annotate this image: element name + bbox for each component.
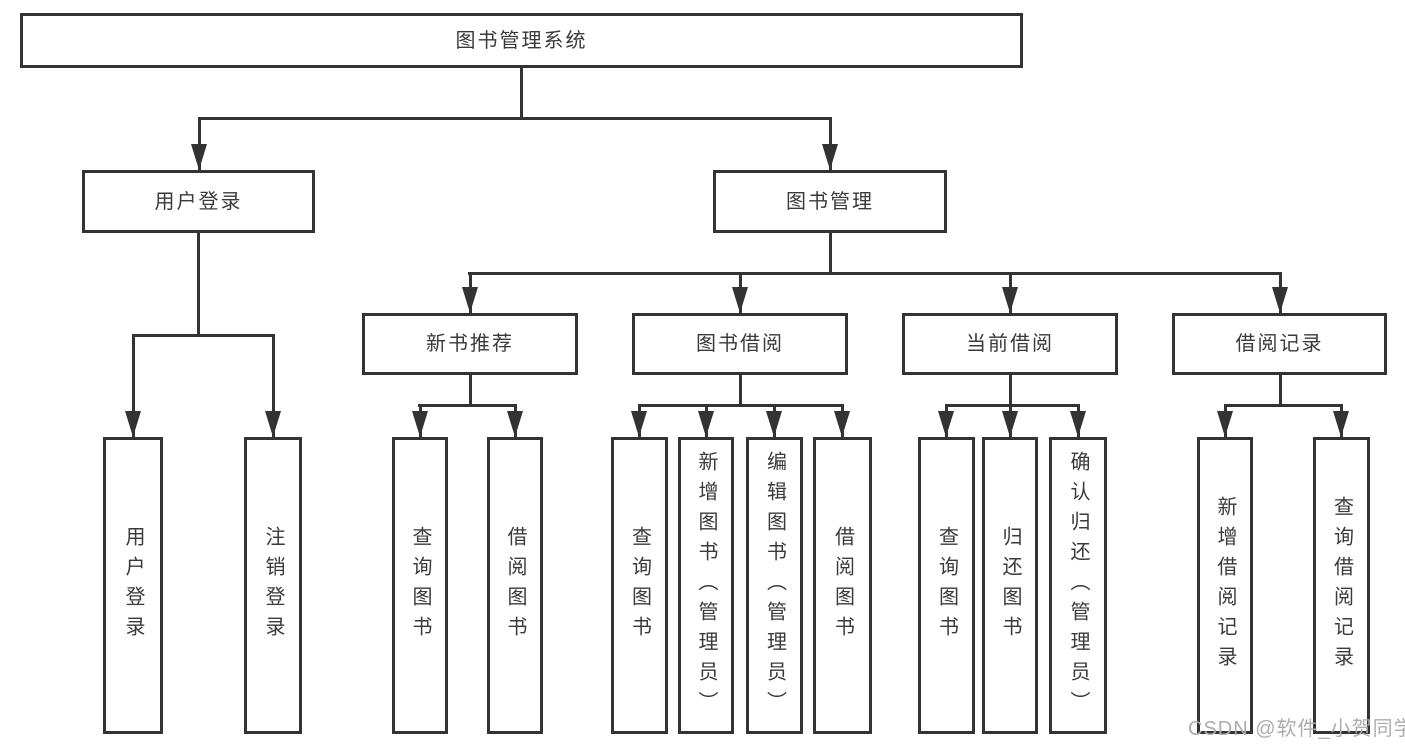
node-new-book-recommend: 新书推荐 — [362, 313, 578, 375]
connector-line — [198, 117, 832, 120]
connector-line — [829, 231, 832, 274]
arrow-down-icon — [698, 411, 714, 437]
arrow-down-icon — [507, 411, 523, 437]
node-leaf-edit-books-admin: 编辑图书（管理员） — [746, 437, 803, 734]
connector-line — [468, 272, 1282, 275]
connector-line — [945, 404, 1080, 407]
connector-line — [469, 373, 472, 406]
arrow-down-icon — [1070, 411, 1086, 437]
arrow-down-icon — [631, 411, 647, 437]
arrow-down-icon — [462, 287, 478, 313]
arrow-down-icon — [1002, 411, 1018, 437]
connector-line — [739, 373, 742, 406]
node-library-management-system: 图书管理系统 — [20, 13, 1023, 68]
connector-line — [418, 404, 517, 407]
node-leaf-query-books-2: 查询图书 — [611, 437, 668, 734]
node-leaf-borrow-books-1: 借阅图书 — [487, 437, 543, 734]
node-leaf-query-books-1: 查询图书 — [392, 437, 448, 734]
node-leaf-add-borrow-record: 新增借阅记录 — [1197, 437, 1253, 734]
node-book-borrowing: 图书借阅 — [632, 313, 848, 375]
connector-line — [197, 231, 200, 335]
node-leaf-logout: 注销登录 — [244, 437, 302, 734]
node-current-borrowing: 当前借阅 — [902, 313, 1118, 375]
arrow-down-icon — [822, 144, 838, 170]
connector-line — [1009, 373, 1012, 406]
arrow-down-icon — [1002, 287, 1018, 313]
arrow-down-icon — [1333, 411, 1349, 437]
node-leaf-borrow-books-2: 借阅图书 — [813, 437, 872, 734]
connector-line — [520, 66, 523, 118]
connector-line — [132, 334, 135, 437]
arrow-down-icon — [1272, 287, 1288, 313]
node-leaf-confirm-return-admin: 确认归还（管理员） — [1049, 437, 1107, 734]
csdn-watermark: CSDN @软件_小贺同学 — [1188, 718, 1405, 740]
connector-line — [132, 334, 275, 337]
node-leaf-user-login: 用户登录 — [103, 437, 163, 734]
connector-line — [272, 334, 275, 437]
node-user-login: 用户登录 — [82, 170, 315, 233]
connector-line — [198, 117, 201, 170]
arrow-down-icon — [834, 411, 850, 437]
arrow-down-icon — [766, 411, 782, 437]
connector-line — [829, 117, 832, 170]
node-leaf-add-books-admin: 新增图书（管理员） — [678, 437, 734, 734]
arrow-down-icon — [938, 411, 954, 437]
arrow-down-icon — [1217, 411, 1233, 437]
arrow-down-icon — [412, 411, 428, 437]
node-leaf-return-books: 归还图书 — [982, 437, 1038, 734]
node-leaf-query-books-3: 查询图书 — [918, 437, 975, 734]
connector-line — [1279, 373, 1282, 406]
arrow-down-icon — [732, 287, 748, 313]
connector-line — [638, 404, 844, 407]
arrow-down-icon — [191, 144, 207, 170]
node-leaf-query-borrow-record: 查询借阅记录 — [1313, 437, 1370, 734]
arrow-down-icon — [265, 411, 281, 437]
node-book-management: 图书管理 — [713, 170, 947, 233]
arrow-down-icon — [125, 411, 141, 437]
connector-line — [1224, 404, 1343, 407]
node-borrowing-records: 借阅记录 — [1172, 313, 1387, 375]
